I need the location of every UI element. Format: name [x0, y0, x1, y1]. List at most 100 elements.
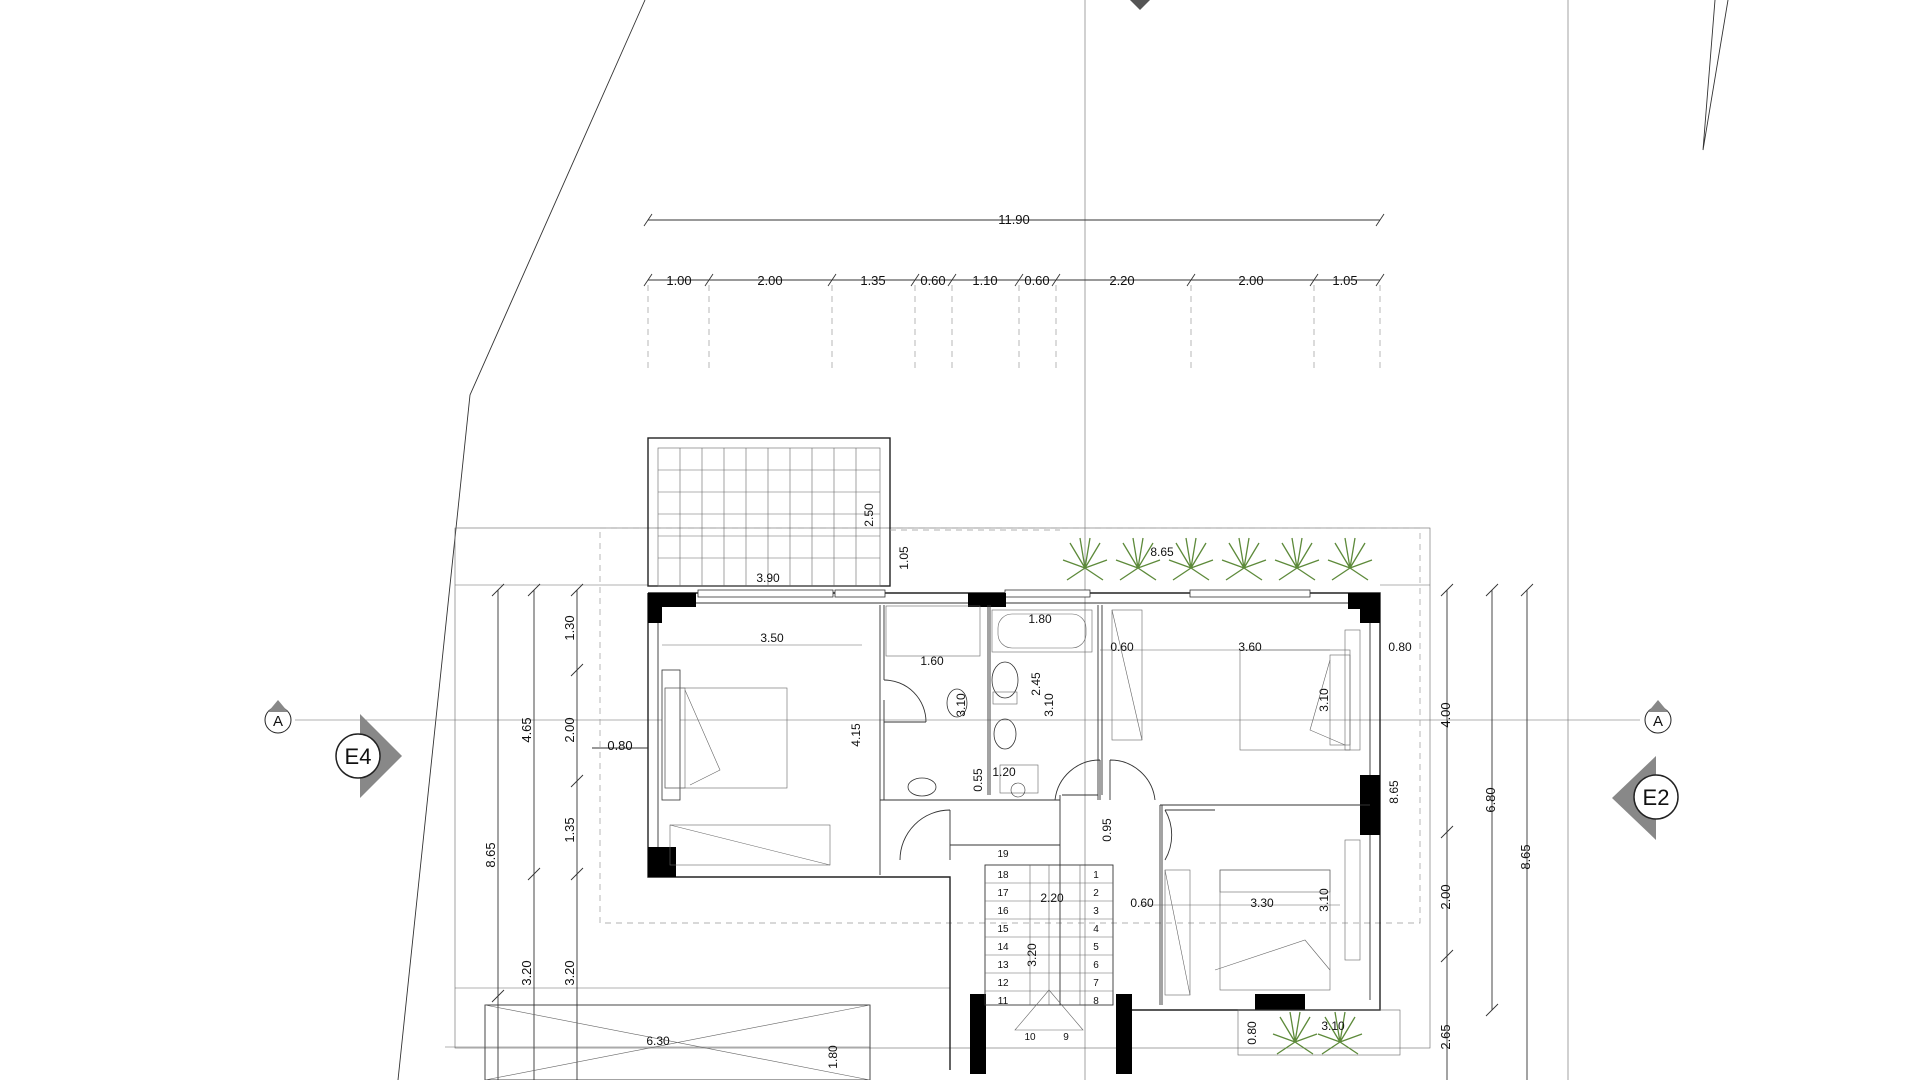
dressing-height: 3.10 [954, 693, 968, 717]
stair-length-label: 3.20 [1025, 943, 1039, 967]
bedroom2-offset: 0.60 [1110, 640, 1134, 654]
step-number: 3 [1093, 906, 1099, 917]
hall-width: 0.95 [1100, 818, 1114, 842]
stair-steps-right: 1 2 3 4 5 6 7 8 9 [1063, 870, 1099, 1043]
staircase: 19 18 17 16 15 14 13 12 11 10 1 2 3 4 5 … [984, 849, 1114, 1043]
right-dimension-chains: 4.00 2.00 2.65 6.80 8.65 [1438, 583, 1534, 1080]
carport-width: 6.30 [646, 1034, 670, 1048]
bathroom-depth: 3.10 [1042, 693, 1056, 717]
segment-label: 1.35 [860, 273, 885, 288]
left-dim-a: 1.30 [562, 615, 577, 640]
balcony-width-label: 3.90 [756, 571, 780, 585]
left-dim-b: 2.00 [562, 717, 577, 742]
step-number: 7 [1093, 978, 1099, 989]
step-number: 2 [1093, 888, 1099, 899]
bedroom2-height: 3.10 [1317, 688, 1331, 712]
step-number: 18 [997, 870, 1009, 881]
segment-label: 2.00 [1238, 273, 1263, 288]
left-dim-upper: 4.65 [519, 717, 534, 742]
stair-width-label: 2.20 [1040, 891, 1064, 905]
basin-icon [993, 718, 1017, 750]
elevation-label-e4: E4 [345, 744, 372, 769]
bedroom3-height: 3.10 [1317, 888, 1331, 912]
room-dimensions: 3.50 4.15 1.60 3.10 1.80 2.45 3.10 1.20 … [662, 612, 1412, 912]
segment-label: 1.10 [972, 273, 997, 288]
left-dim-lower: 3.20 [519, 960, 534, 985]
left-dim-d: 3.20 [562, 960, 577, 985]
right-dim-mid-total: 6.80 [1483, 787, 1498, 812]
step-number: 9 [1063, 1032, 1069, 1043]
step-number: 19 [997, 849, 1009, 860]
segment-label: 1.05 [1332, 273, 1357, 288]
carport-depth: 1.80 [826, 1045, 840, 1069]
balcony-height-label: 2.50 [862, 503, 876, 527]
segment-label: 0.60 [920, 273, 945, 288]
wc-height: 0.55 [971, 768, 985, 792]
bedroom2-side: 0.80 [1388, 640, 1412, 654]
balcony: 3.90 2.50 1.05 [647, 437, 1060, 587]
master-bedroom-height: 4.15 [849, 723, 863, 747]
planter-top-label: 8.65 [1150, 545, 1174, 559]
carport: 6.30 1.80 [445, 1004, 871, 1080]
section-label-left: A [273, 713, 283, 730]
right-dim-upper: 4.00 [1438, 702, 1453, 727]
top-dimension-chain: 11.90 1.00 2.00 1.35 0.60 1.10 0.60 2.20… [643, 212, 1385, 370]
step-number: 14 [997, 942, 1009, 953]
right-dim-total: 8.65 [1518, 844, 1533, 869]
toilet-icon [991, 661, 1019, 699]
step-number: 6 [1093, 960, 1099, 971]
step-number: 5 [1093, 942, 1099, 953]
left-dim-c: 1.35 [562, 817, 577, 842]
basin-icon [907, 777, 937, 797]
bathroom-height: 2.45 [1029, 672, 1043, 696]
master-bedroom-width: 3.50 [760, 631, 784, 645]
planter-top: 8.65 [1062, 537, 1373, 581]
segment-label: 2.20 [1109, 273, 1134, 288]
terrace-outlines [454, 527, 1431, 1049]
building-walls [647, 589, 1381, 1074]
step-number: 13 [997, 960, 1009, 971]
bathrooms [883, 605, 1215, 861]
step-number: 12 [997, 978, 1009, 989]
section-line-a: A A [264, 700, 1672, 734]
bedroom3-width: 3.30 [1250, 896, 1274, 910]
stair-steps-left: 19 18 17 16 15 14 13 12 11 10 [997, 849, 1036, 1043]
step-number: 1 [1093, 870, 1099, 881]
right-dim-lower: 2.65 [1438, 1024, 1453, 1049]
right-dim-middle: 2.00 [1438, 884, 1453, 909]
north-arrow-icon [1130, 0, 1150, 10]
step-number: 11 [998, 996, 1009, 1007]
bedroom2-width: 3.60 [1238, 640, 1262, 654]
balcony-gap-label: 1.05 [897, 546, 911, 570]
right-wall-length: 8.65 [1387, 780, 1401, 804]
segment-label: 2.00 [757, 273, 782, 288]
elevation-marker-e2: E2 [1612, 756, 1679, 840]
section-marker-left: A [264, 700, 292, 734]
left-dim-total: 8.65 [483, 842, 498, 867]
dressing-width: 1.60 [920, 654, 944, 668]
elevation-marker-e4: E4 [335, 714, 402, 798]
planter-bottom-depth: 0.80 [1245, 1021, 1259, 1045]
toilet-icon [946, 688, 968, 718]
section-marker-right: A [1644, 700, 1672, 734]
bedroom3-offset: 0.60 [1130, 896, 1154, 910]
step-number: 10 [1024, 1032, 1036, 1043]
step-number: 4 [1093, 924, 1099, 935]
planter-bottom: 0.80 3.10 [1237, 1009, 1401, 1056]
bathroom-width: 1.80 [1028, 612, 1052, 626]
overall-width-label: 11.90 [998, 212, 1030, 227]
left-dimension-chains: 8.65 4.65 3.20 1.30 2.00 1.35 3.20 0.80 [483, 583, 648, 1080]
planter-bottom-width: 3.10 [1321, 1019, 1345, 1033]
step-number: 15 [997, 924, 1009, 935]
site-boundary [397, 0, 1729, 1080]
bedroom-furniture [1111, 609, 1361, 996]
left-dim-offset: 0.80 [607, 738, 632, 753]
step-number: 17 [997, 888, 1009, 899]
segment-label: 0.60 [1024, 273, 1049, 288]
elevation-label-e2: E2 [1643, 785, 1670, 810]
step-number: 16 [997, 906, 1009, 917]
section-label-right: A [1653, 713, 1663, 730]
wc-width: 1.20 [992, 765, 1016, 779]
step-number: 8 [1093, 996, 1099, 1007]
